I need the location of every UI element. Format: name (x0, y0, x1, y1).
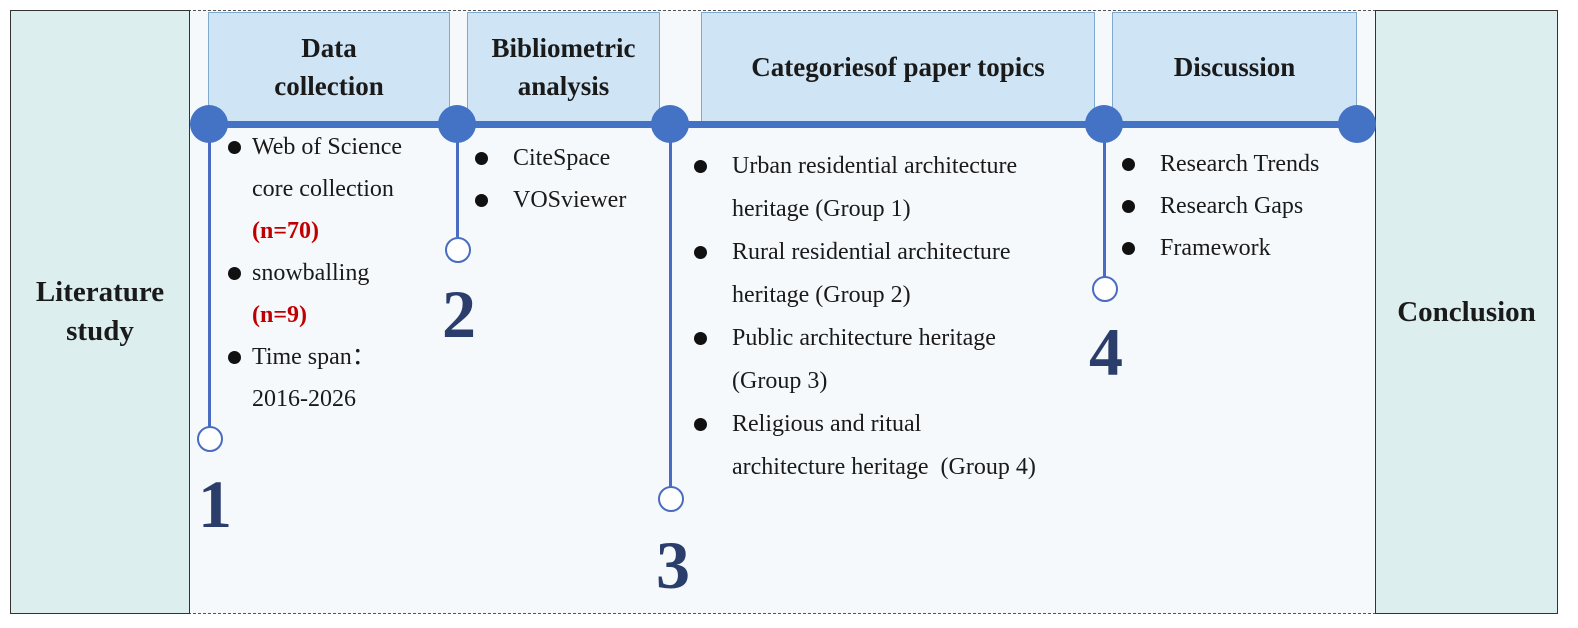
header-discussion-label: Discussion (1173, 52, 1296, 82)
timeline-node-1 (190, 105, 228, 143)
paper-topics-list: Urban residential architecture heritage … (694, 145, 1094, 489)
connector-3 (669, 125, 672, 488)
header-bibliometric-line1: Bibliometric (491, 33, 636, 63)
timeline-node-3 (651, 105, 689, 143)
conclusion-box: Conclusion (1375, 10, 1558, 614)
header-bibliometric-analysis: Bibliometric analysis (467, 12, 660, 122)
list-item: Framework (1122, 227, 1362, 269)
header-data-collection-line2: collection (274, 71, 384, 101)
connector-end-ring-4 (1092, 276, 1118, 302)
list-item: Public architecture heritage (Group 3) (694, 317, 1094, 403)
header-paper-topics: Categoriesof paper topics (701, 12, 1095, 122)
list-item: CiteSpace (475, 137, 675, 179)
connector-4 (1103, 125, 1106, 277)
timeline-node-4 (1085, 105, 1123, 143)
timeline-node-end (1338, 105, 1376, 143)
discussion-list: Research Trends Research Gaps Framework (1122, 143, 1362, 269)
data-collection-list: Web of Science core collection (n=70) sn… (228, 126, 438, 420)
header-data-collection-line1: Data (301, 33, 357, 63)
list-item: Web of Science core collection (n=70) (228, 126, 438, 252)
connector-1 (208, 125, 211, 428)
header-bibliometric-line2: analysis (517, 71, 610, 101)
count-badge: (n=70) (252, 218, 320, 244)
header-paper-topics-label: Categoriesof paper topics (751, 52, 1045, 82)
literature-study-label-line2: study (66, 315, 134, 347)
conclusion-label: Conclusion (1397, 295, 1536, 328)
timeline-bar (208, 121, 1358, 128)
count-badge: (n=9) (252, 302, 308, 328)
list-item: Urban residential architecture heritage … (694, 145, 1094, 231)
bibliometric-list: CiteSpace VOSviewer (475, 137, 675, 221)
step-number-1: 1 (198, 466, 232, 542)
list-item: Research Gaps (1122, 185, 1362, 227)
connector-end-ring-2 (445, 237, 471, 263)
connector-2 (456, 125, 459, 237)
list-item: Rural residential architecture heritage … (694, 231, 1094, 317)
step-number-3: 3 (656, 527, 690, 603)
list-item: Time span： 2016-2026 (228, 336, 438, 420)
list-item: snowballing (n=9) (228, 252, 438, 336)
header-data-collection: Data collection (208, 12, 450, 122)
list-item: Religious and ritual architecture herita… (694, 403, 1094, 489)
literature-study-label-line1: Literature (35, 276, 165, 308)
literature-study-box: Literature study (10, 10, 190, 614)
header-discussion: Discussion (1112, 12, 1357, 122)
step-number-2: 2 (442, 276, 476, 352)
list-item: Research Trends (1122, 143, 1362, 185)
step-number-4: 4 (1089, 314, 1123, 390)
timeline-node-2 (438, 105, 476, 143)
connector-end-ring-3 (658, 486, 684, 512)
connector-end-ring-1 (197, 426, 223, 452)
list-item: VOSviewer (475, 179, 675, 221)
